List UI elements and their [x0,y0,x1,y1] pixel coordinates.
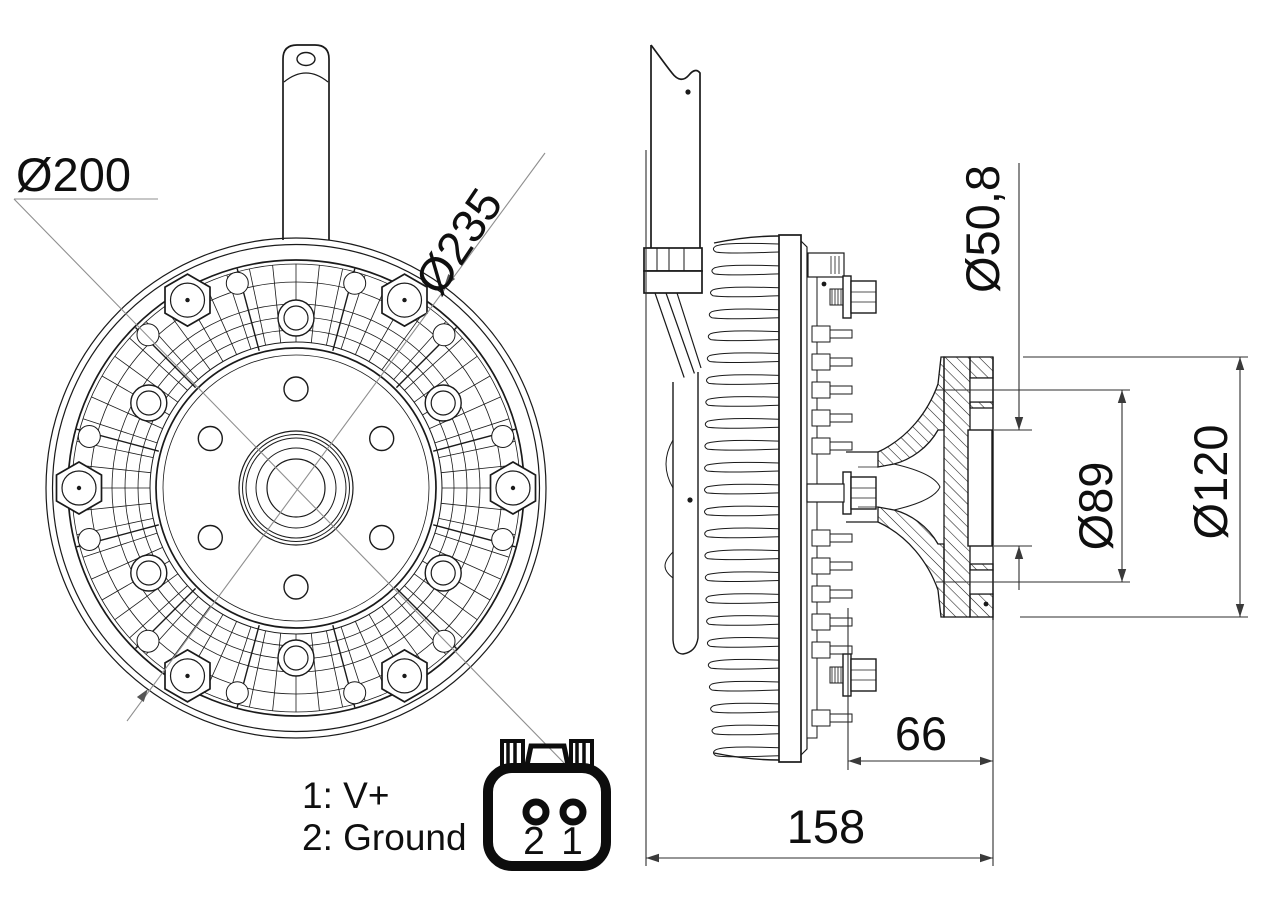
dimensions: 66 158 Ø50,8 Ø89 Ø120 [645,150,1248,866]
dim-label-pilot: Ø50,8 [956,165,1009,293]
centerline-nw-se [13,198,567,766]
dim-label-bolt-circle: Ø89 [1069,462,1122,551]
fan-blade [650,44,701,248]
washer-rivet [277,299,315,337]
rim-lug [77,425,101,448]
hub-bolt-hole [283,574,309,600]
hub-bolt-hole [369,524,395,551]
center-shaft-stub [806,483,845,503]
washer-rivet [424,384,462,422]
hex-bolt-side [829,653,877,697]
rim-hardware [55,271,537,705]
stud [811,325,853,343]
hub-bolt-holes [197,376,395,600]
front-plate [778,234,802,763]
legend-pin2: 2: Ground [302,817,467,858]
shaft-eye-hole [296,51,316,67]
hex-bolt [381,648,428,703]
stud [811,709,853,727]
dim-label-flange: Ø120 [1184,425,1237,540]
dim-label-hub-circle: Ø200 [16,148,131,201]
arrowhead-235-sw [136,689,148,702]
rim-lug [432,323,456,347]
hex-bolt [55,461,103,515]
dim-235-line [126,152,546,722]
pin-right-number: 1 [561,820,583,863]
arrowhead-235-ne [444,274,456,287]
rim-lug [343,271,367,295]
stud [811,641,853,659]
rim-lug [136,323,160,347]
blade-rivet-dot [685,89,691,95]
center-bore [238,430,354,546]
hex-bolt-side [829,275,877,319]
washer-rivet [130,384,168,422]
blade-clamp [643,247,703,294]
rim-lug [491,528,515,551]
rim-lug [491,425,515,448]
connector-pin-left [522,798,550,826]
stud [811,529,853,547]
stud [811,557,853,575]
stud [811,353,853,371]
trumpet-bore [893,463,941,511]
clutch-body [704,234,877,763]
legend-pin1: 1: V+ [302,775,389,816]
hub-bolt-hole [283,376,309,402]
outer-rim-circle [45,237,547,739]
connector-pin-right [559,798,587,826]
rim-lug [225,271,249,295]
connector-body [483,763,611,871]
input-shaft-bracket [282,44,330,240]
rim-lug [77,528,101,551]
blade-root-section [654,292,702,655]
top-stud-bracket [807,252,845,278]
centerlines-and-leaders [13,152,567,766]
cooling-fins-side [704,242,780,758]
pin-left-number: 2 [523,820,545,863]
stud [811,409,853,427]
connector-diagram: 1: V+ 2: Ground 2 1 [302,739,611,871]
hub-bolt-hole [197,524,224,551]
front-view: Ø200 Ø235 [13,44,567,766]
washer-rivet [130,554,168,592]
rim-lug [136,629,160,653]
stud [811,381,853,399]
washer-rivet [277,639,315,677]
hex-bolt [381,273,428,328]
washer-rivet [424,554,462,592]
dim-label-66: 66 [895,707,947,760]
pilot-boss [967,429,993,547]
hub-bolt-hole [369,425,395,452]
dim-label-158: 158 [787,800,865,853]
stud [811,585,853,603]
rim-lug [432,629,456,653]
hex-bolt [164,648,211,703]
rim-lug [225,681,249,705]
hex-bolt [489,461,537,515]
mounting-flange [943,356,994,620]
stud [811,437,853,455]
stud [811,613,853,631]
fin-ring-inner [149,341,443,635]
hex-bolt [164,273,211,328]
rim-lug [343,681,367,705]
hub-bolt-hole [197,425,224,452]
dim-label-outer-diameter: Ø235 [404,179,512,304]
side-view [643,44,994,763]
